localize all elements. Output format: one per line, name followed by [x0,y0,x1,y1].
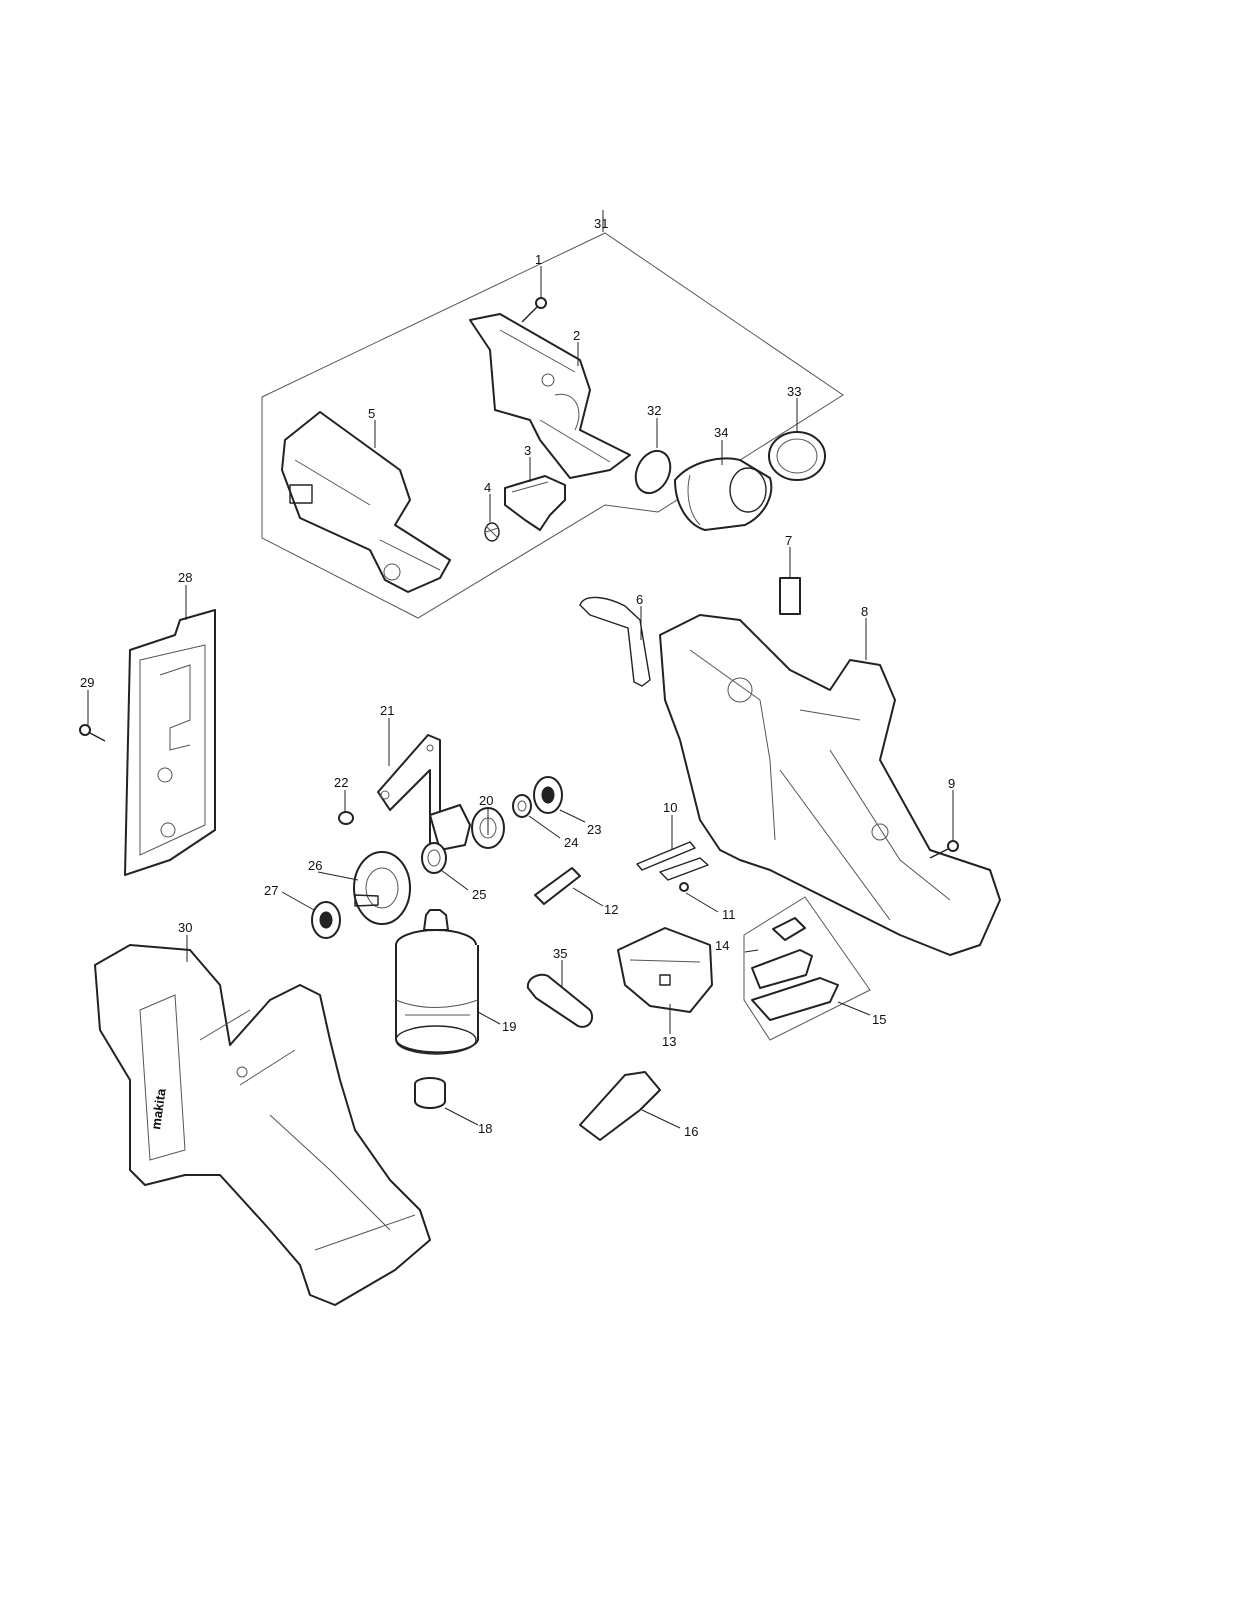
callout-32: 32 [647,403,661,418]
part-34-boot [674,457,773,531]
part-35-sleeve [526,973,594,1028]
part-33-cap [768,431,826,481]
part-12-shaft [534,867,581,905]
callout-23: 23 [587,822,601,837]
part-20-bushing [429,804,505,851]
callout-31: 31 [594,216,608,231]
callout-14: 14 [715,938,729,953]
callout-25: 25 [472,887,486,902]
callout-26: 26 [308,858,322,873]
part-27-bearing [311,901,341,939]
part-10-lever [636,841,696,871]
part-30-housing-left: makita [94,944,431,1306]
callout-27: 27 [264,883,278,898]
part-14-switch-button [751,949,813,989]
callout-5: 5 [368,406,375,421]
part-18-ring [414,1077,446,1109]
leader-lines [87,210,954,1129]
part-4-spring [484,522,500,542]
part-16-switch-lever [579,1071,661,1141]
part-15-switch-parts [751,917,839,1021]
part-28-base-plate [124,609,216,876]
part-32-o-ring [634,449,672,495]
part-25-needle-bearing [421,842,447,874]
part-5-housing-cover [281,411,451,593]
callout-13: 13 [662,1034,676,1049]
part-9-screw [929,840,959,859]
part-11-screw [659,857,709,892]
callout-1: 1 [535,252,542,267]
part-19-motor [395,909,479,1055]
assembly-31-outline [261,232,844,619]
part-7-label [779,577,801,615]
callout-15: 15 [872,1012,886,1027]
part-23-bearing [533,776,563,814]
assembly-15-outline [743,896,871,1041]
callout-21: 21 [380,703,394,718]
callout-29: 29 [80,675,94,690]
callout-7: 7 [785,533,792,548]
callout-35: 35 [553,946,567,961]
part-21-plate [377,734,441,851]
callout-16: 16 [684,1124,698,1139]
callout-2: 2 [573,328,580,343]
callout-3: 3 [524,443,531,458]
callout-22: 22 [334,775,348,790]
part-26-gear [353,851,411,925]
part-1-screw [521,297,547,323]
callout-8: 8 [861,604,868,619]
callout-34: 34 [714,425,728,440]
logo-makita: makita [148,1087,169,1131]
callout-6: 6 [636,592,643,607]
callout-18: 18 [478,1121,492,1136]
part-24-washer [512,794,532,818]
part-6-hook [579,596,651,687]
callout-19: 19 [502,1019,516,1034]
callout-9: 9 [948,776,955,791]
callout-33: 33 [787,384,801,399]
callout-20: 20 [479,793,493,808]
callout-labels: 1 2 3 4 5 6 7 8 9 10 11 12 13 14 15 16 1… [80,216,955,1139]
part-22-screw [338,811,354,825]
part-2-cover [469,313,631,479]
part-13-switch [617,927,713,1013]
callout-11: 11 [722,907,736,922]
callout-4: 4 [484,480,491,495]
callout-10: 10 [663,800,677,815]
callout-12: 12 [604,902,618,917]
callout-28: 28 [178,570,192,585]
callout-24: 24 [564,835,578,850]
part-29-screw [79,724,106,742]
part-8-housing-right [659,614,1001,956]
part-3-lever [504,475,566,531]
callout-30: 30 [178,920,192,935]
